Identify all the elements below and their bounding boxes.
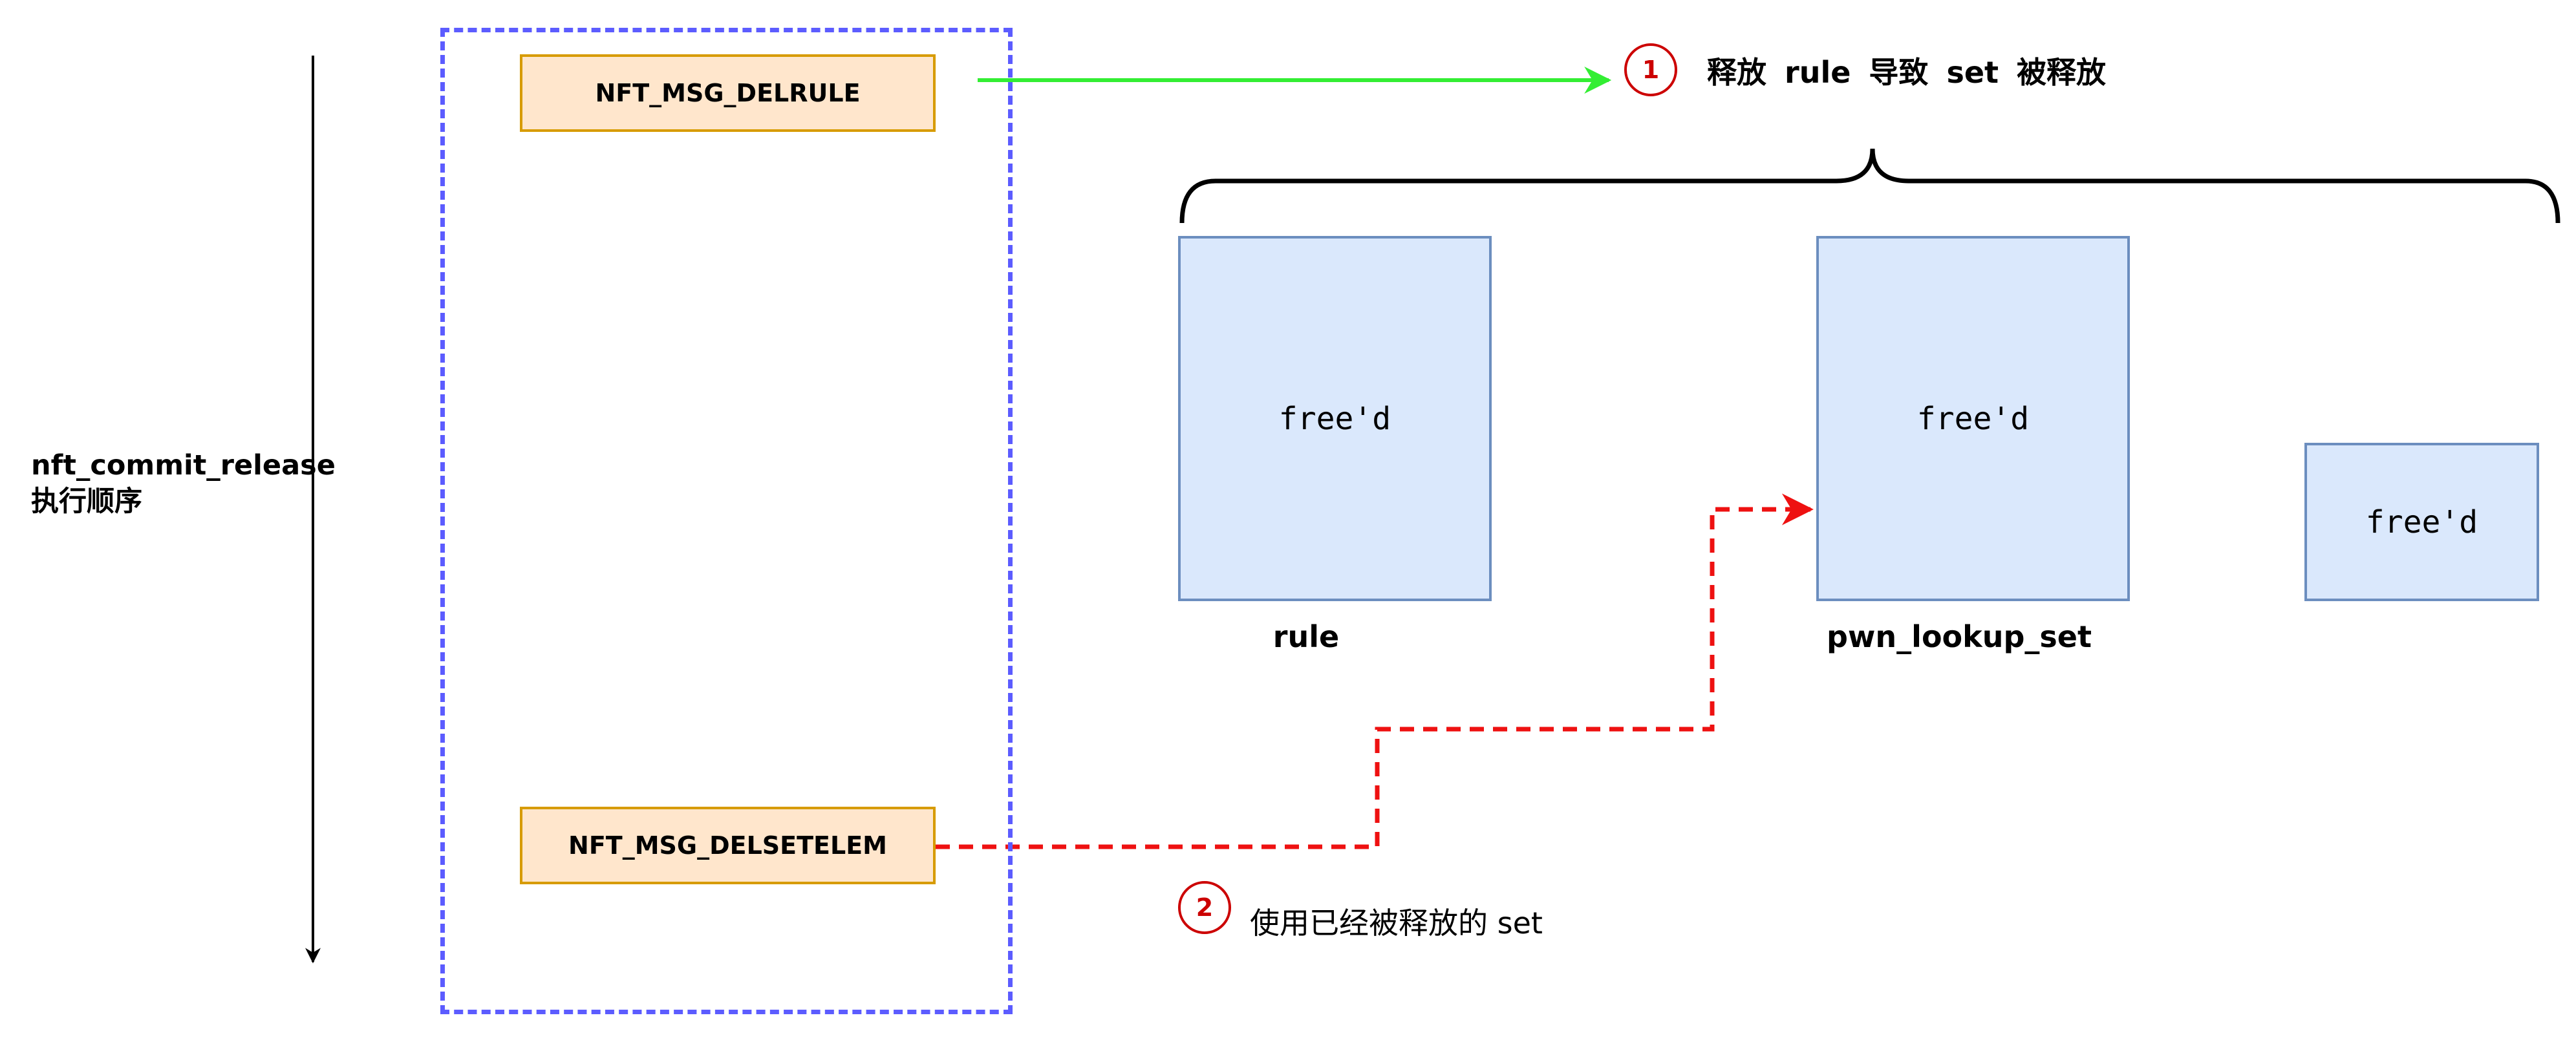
set-object-box: free'd	[1816, 236, 2130, 601]
red-dashed-arrow	[936, 493, 1814, 849]
msg-del-rule-label: NFT_MSG_DELRULE	[595, 79, 861, 107]
timeline-label-line1: nft_commit_release	[31, 449, 336, 482]
timeline-label-line2: 执行顺序	[31, 485, 142, 518]
rule-object-state: free'd	[1278, 400, 1391, 437]
step-2-badge: 2	[1178, 881, 1231, 934]
set-object-state: free'd	[1916, 400, 2030, 437]
rule-object-box: free'd	[1178, 236, 1492, 601]
step-2-number: 2	[1196, 893, 1214, 922]
third-object-state: free'd	[2365, 504, 2478, 540]
msg-del-rule-box: NFT_MSG_DELRULE	[520, 54, 936, 132]
set-object-label: pwn_lookup_set	[1827, 619, 2092, 654]
rule-object-label: rule	[1272, 619, 1340, 654]
timeline-label: nft_commit_release 执行顺序	[31, 447, 336, 520]
msg-del-setelem-label: NFT_MSG_DELSETELEM	[568, 831, 887, 860]
step-1-number: 1	[1642, 56, 1660, 84]
step-2-text: 使用已经被释放的 set	[1250, 906, 1543, 941]
step-1-text: 释放 rule 导致 set 被释放	[1707, 55, 2107, 90]
step-1-badge: 1	[1624, 43, 1677, 96]
commit-batch-frame	[440, 28, 1013, 1014]
curly-brace	[1179, 148, 2560, 224]
third-object-box: free'd	[2304, 443, 2539, 601]
msg-del-setelem-box: NFT_MSG_DELSETELEM	[520, 807, 936, 884]
